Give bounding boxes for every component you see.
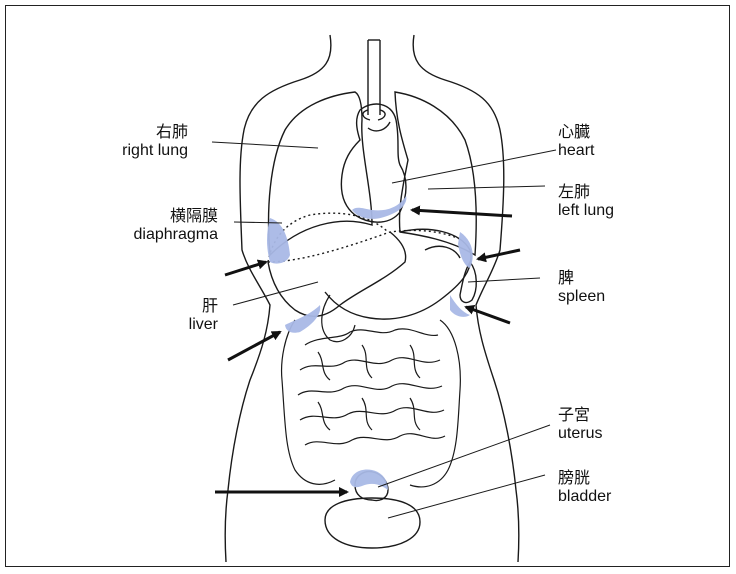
leader-bladder <box>388 475 545 518</box>
label-diaphragm: 横隔膜 diaphragma <box>134 208 219 244</box>
bladder-shape <box>325 498 420 548</box>
liver-shape <box>268 213 462 316</box>
trachea <box>363 40 385 120</box>
label-uterus: 子宮 uterus <box>558 407 602 443</box>
arrow-spleen <box>466 307 510 323</box>
label-uterus-zh: 子宮 <box>558 407 602 425</box>
label-diaphragm-zh: 横隔膜 <box>134 208 219 226</box>
arrow-heart <box>412 210 512 216</box>
leader-right-lung <box>212 142 318 148</box>
label-right-lung: 右肺 right lung <box>122 124 188 160</box>
leader-left-lung <box>428 186 545 189</box>
label-heart-zh: 心臓 <box>558 124 594 142</box>
label-bladder-zh: 膀胱 <box>558 470 611 488</box>
label-heart: 心臓 heart <box>558 124 594 160</box>
arrow-diaphragm <box>225 262 266 275</box>
label-right-lung-zh: 右肺 <box>122 124 188 142</box>
lungs <box>269 92 477 255</box>
label-liver: 肝 liver <box>189 298 218 334</box>
label-left-lung-zh: 左肺 <box>558 184 614 202</box>
label-spleen: 脾 spleen <box>558 270 605 306</box>
label-diaphragm-en: diaphragma <box>134 226 219 244</box>
label-spleen-zh: 脾 <box>558 270 605 288</box>
label-liver-zh: 肝 <box>189 298 218 316</box>
label-spleen-en: spleen <box>558 288 605 306</box>
label-left-lung-en: left lung <box>558 202 614 220</box>
arrow-liver <box>228 332 280 360</box>
leader-lines <box>212 142 556 518</box>
label-liver-en: liver <box>189 316 218 334</box>
label-right-lung-en: right lung <box>122 142 188 160</box>
leader-spleen <box>468 278 540 282</box>
label-heart-en: heart <box>558 142 594 160</box>
heart-shape <box>341 104 406 222</box>
label-bladder-en: bladder <box>558 488 611 506</box>
label-left-lung: 左肺 left lung <box>558 184 614 220</box>
label-bladder: 膀胱 bladder <box>558 470 611 506</box>
label-uterus-en: uterus <box>558 425 602 443</box>
